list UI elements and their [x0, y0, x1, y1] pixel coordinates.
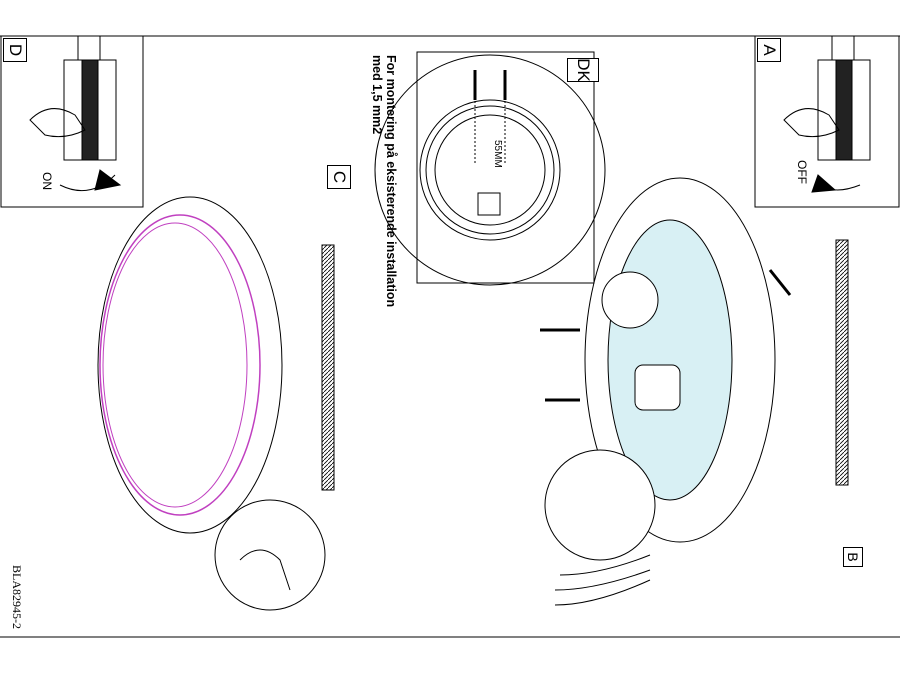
dk-dimension: 55MM	[492, 140, 503, 168]
lamp-c	[97, 196, 326, 611]
wall-hatching	[321, 239, 849, 491]
panel-label-d: D	[3, 38, 27, 62]
panel-label-dk: DK	[567, 58, 599, 82]
switch-on-text: ON	[40, 172, 54, 190]
document-code: BLA82945-2	[10, 565, 24, 629]
panel-label-a: A	[757, 38, 781, 62]
mounting-note-line1: For montering på eksisterende installati…	[384, 55, 398, 308]
mounting-note-line2: med 1,5 mm2	[370, 55, 384, 135]
dk-base-plate	[374, 54, 606, 286]
terminal-block-d	[29, 36, 122, 192]
mounting-note: For montering på eksisterende installati…	[370, 55, 398, 307]
panel-label-c: C	[327, 165, 351, 189]
page-frame	[0, 35, 900, 638]
terminal-block-a	[783, 36, 871, 193]
lamp-b	[540, 177, 792, 606]
panel-label-b: B	[843, 547, 863, 567]
switch-off-text: OFF	[795, 160, 809, 184]
